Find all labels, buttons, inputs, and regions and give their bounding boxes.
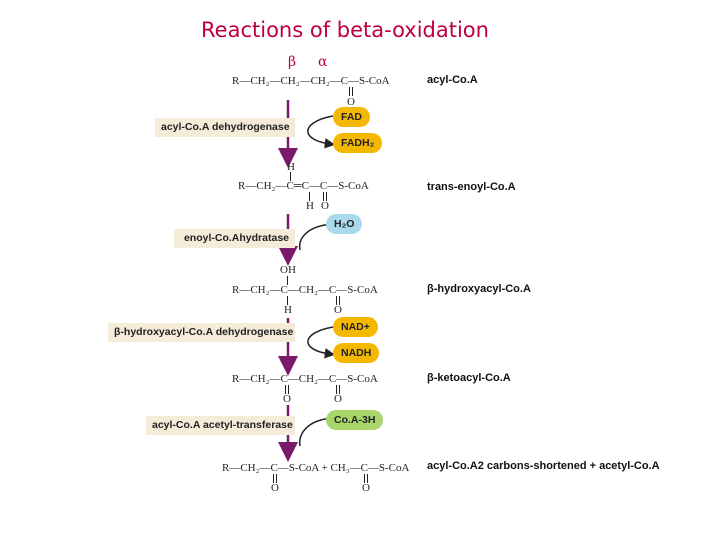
enzyme-acyl-coa-acetyl-transferase: acyl-Co.A acetyl-transferase xyxy=(146,416,295,435)
enoyl-oxygen: O xyxy=(321,200,329,212)
beta-label: β xyxy=(288,54,297,70)
name-beta-hydroxyacyl-coa: β-hydroxyacyl-Co.A xyxy=(427,283,531,295)
hydroxy-oxygen: O xyxy=(334,304,342,316)
enzyme-enoyl-coa-hydratase: enoyl-Co.Ahydratase xyxy=(174,229,295,248)
cofactor-nad: NAD+ xyxy=(333,317,378,337)
compound-trans-enoyl-coa: R—CH₂—C═C—C—S-CoA xyxy=(238,180,369,192)
cofactor-coa-sh: Co.A-3H xyxy=(326,410,384,430)
cofactor-fadh2: FADH₂ xyxy=(333,133,383,153)
product-oxygen-1: O xyxy=(271,482,279,494)
page-title: Reactions of beta-oxidation xyxy=(201,18,489,42)
name-products: acyl-Co.A2 carbons-shortened + acetyl-Co… xyxy=(427,460,660,472)
compound-beta-hydroxyacyl-coa: R—CH₂—C—CH₂—C—S-CoA xyxy=(232,284,378,296)
hydroxy-top-oh: OH xyxy=(280,264,296,276)
cofactor-nadh: NADH xyxy=(333,343,380,363)
alpha-label: α xyxy=(318,54,328,70)
name-trans-enoyl-coa: trans-enoyl-Co.A xyxy=(427,181,516,193)
cofactor-water: H₂O xyxy=(326,214,363,234)
cofactor-fad: FAD xyxy=(333,107,370,127)
enoyl-top-h: H xyxy=(287,161,295,173)
compound-acyl-coa: R—CH₂—CH₂—CH₂—C—S-CoA xyxy=(232,75,390,87)
compound-beta-ketoacyl-coa: R—CH₂—C—CH₂—C—S-CoA xyxy=(232,373,378,385)
name-acyl-coa: acyl-Co.A xyxy=(427,74,478,86)
compound-acyl-coa-oxygen: O xyxy=(347,96,355,108)
name-beta-ketoacyl-coa: β-ketoacyl-Co.A xyxy=(427,372,511,384)
keto-oxygen-1: O xyxy=(283,393,291,405)
enoyl-bottom-h: H xyxy=(306,200,314,212)
enzyme-acyl-coa-dehydrogenase: acyl-Co.A dehydrogenase xyxy=(155,118,295,137)
fad-curved-arrow xyxy=(307,115,336,149)
keto-oxygen-2: O xyxy=(334,393,342,405)
compound-products: R—CH₂—C—S-CoA + CH₃—C—S-CoA xyxy=(222,462,410,474)
enzyme-beta-hydroxyacyl-coa-dehydrogenase: β-hydroxyacyl-Co.A dehydrogenase xyxy=(108,323,295,342)
nad-curved-arrow xyxy=(307,326,336,359)
product-oxygen-2: O xyxy=(362,482,370,494)
hydroxy-bottom-h: H xyxy=(284,304,292,316)
